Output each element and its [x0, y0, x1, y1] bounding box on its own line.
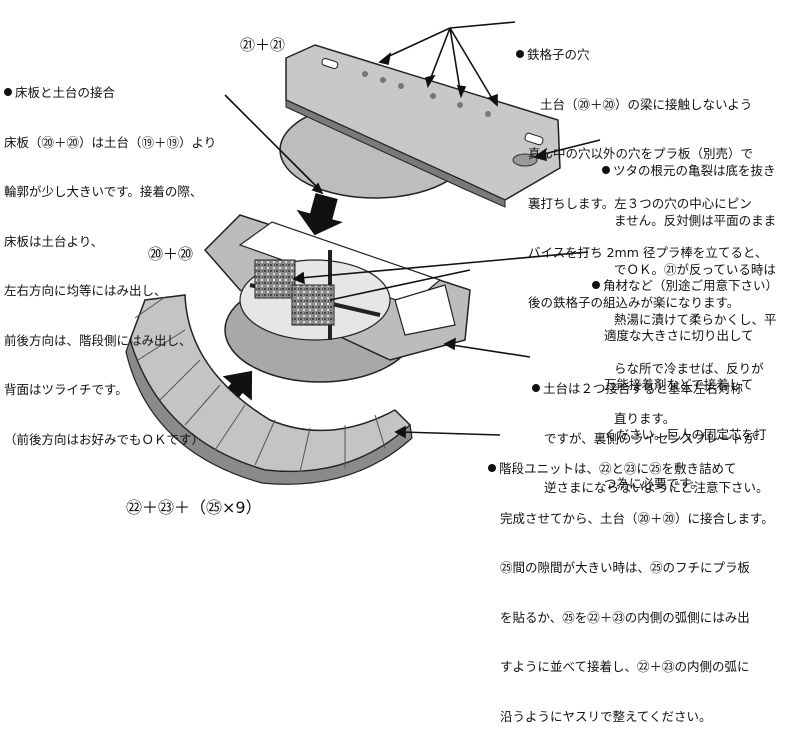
note-ivy-crack: ツタの根元の亀裂は底を抜き ません。反対側は平面のまま でＯＫ。㉑が反っている時… [602, 130, 777, 444]
bullet-icon [602, 166, 610, 174]
label-base: ⑳＋⑳ [148, 245, 194, 263]
bullet-icon [488, 464, 496, 472]
note-base-join: 土台は２つ接合すると基本左右対称 ですが、裏側のライセンスプレートが 逆さまにな… [532, 348, 769, 513]
bullet-icon [592, 281, 600, 289]
label-stairs: ㉒＋㉓＋（㉕×9） [126, 498, 262, 517]
note-stairs-unit: 階段ユニットは、㉒と㉓に㉕を敷き詰めて 完成させてから、土台（⑳＋⑳）に接合しま… [488, 428, 774, 742]
arrow-down [296, 193, 343, 236]
note-square-block: 角材など（別途ご用意下さい） 適度な大きさに切り出して 万能接着剤などで接着して… [592, 245, 778, 509]
note-floor-join: 床板と土台の接合 床板（⑳＋⑳）は土台（⑲＋⑲）より 輪郭が少し大きいです。接着… [4, 85, 217, 447]
note-grid-holes: 鉄格子の穴 土台（⑳＋⑳）の梁に接触しないよう 真ん中の穴以外の穴をプラ板（別売… [516, 14, 767, 328]
bullet-icon [532, 384, 540, 392]
leader-lines [224, 21, 601, 439]
top-plate [279, 44, 561, 208]
bullet-icon [516, 50, 524, 58]
bullet-icon [4, 88, 12, 96]
base-frame [203, 214, 471, 383]
assembly-diagram [125, 21, 601, 485]
stairs-unit [125, 294, 413, 485]
label-top-plate: ㉑＋㉑ [240, 36, 286, 54]
